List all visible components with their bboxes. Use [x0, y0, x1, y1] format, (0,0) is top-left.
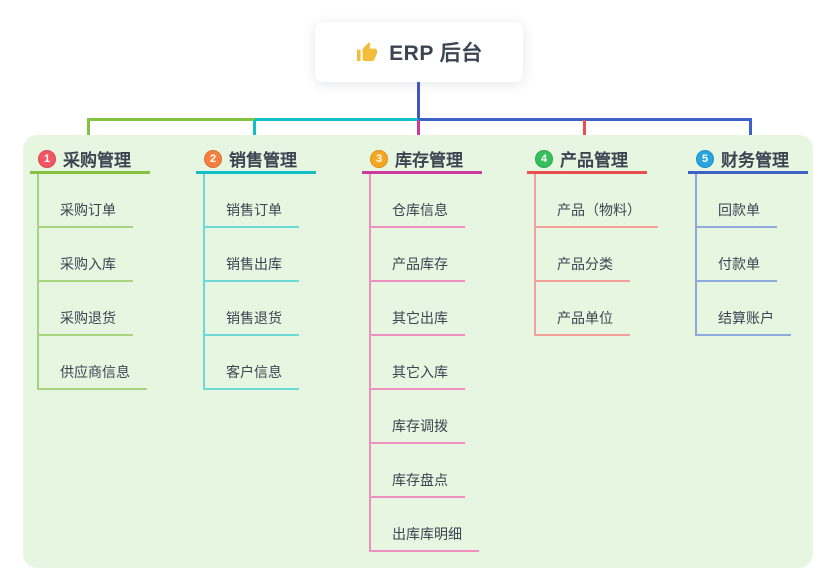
branch-children: 销售订单 销售出库 销售退货 客户信息 — [203, 174, 316, 390]
branch-children: 采购订单 采购入库 采购退货 供应商信息 — [37, 174, 150, 390]
branch-inventory: 3 库存管理 仓库信息 产品库存 其它出库 其它入库 库存调拨 库存盘点 出库库… — [362, 146, 482, 552]
connector-drop-inventory — [417, 120, 420, 147]
child-node[interactable]: 其它出库 — [371, 282, 465, 336]
branch-header-purchase[interactable]: 1 采购管理 — [30, 146, 150, 174]
branch-number-badge: 4 — [535, 149, 553, 168]
branch-title: 库存管理 — [395, 151, 463, 170]
child-node[interactable]: 仓库信息 — [371, 174, 465, 228]
connector-drop-product — [583, 120, 586, 147]
child-node[interactable]: 产品（物料） — [536, 174, 658, 228]
child-node[interactable]: 采购退货 — [39, 282, 133, 336]
branch-header-finance[interactable]: 5 财务管理 — [688, 146, 808, 174]
branch-title: 财务管理 — [721, 151, 789, 170]
branch-finance: 5 财务管理 回款单 付款单 结算账户 — [688, 146, 808, 336]
child-node[interactable]: 库存调拨 — [371, 390, 465, 444]
child-node[interactable]: 其它入库 — [371, 336, 465, 390]
branch-children: 回款单 付款单 结算账户 — [695, 174, 808, 336]
child-node[interactable]: 采购订单 — [39, 174, 133, 228]
child-node[interactable]: 付款单 — [697, 228, 777, 282]
child-node[interactable]: 回款单 — [697, 174, 777, 228]
branch-header-product[interactable]: 4 产品管理 — [527, 146, 647, 174]
child-node[interactable]: 产品单位 — [536, 282, 630, 336]
connector-drop-finance — [749, 120, 752, 147]
branch-number-badge: 1 — [38, 149, 56, 168]
child-node[interactable]: 销售出库 — [205, 228, 299, 282]
child-node[interactable]: 产品分类 — [536, 228, 630, 282]
branch-purchase: 1 采购管理 采购订单 采购入库 采购退货 供应商信息 — [30, 146, 150, 390]
child-node[interactable]: 销售退货 — [205, 282, 299, 336]
child-node[interactable]: 采购入库 — [39, 228, 133, 282]
mindmap-panel: 1 采购管理 采购订单 采购入库 采购退货 供应商信息 2 销售管理 销售订单 … — [23, 135, 813, 568]
child-node[interactable]: 库存盘点 — [371, 444, 465, 498]
branch-number-badge: 5 — [696, 149, 714, 168]
root-node-label: ERP 后台 — [389, 42, 483, 65]
branch-title: 采购管理 — [63, 151, 131, 170]
child-node[interactable]: 销售订单 — [205, 174, 299, 228]
child-node[interactable]: 客户信息 — [205, 336, 299, 390]
connector-drop-purchase — [87, 120, 90, 147]
branch-header-inventory[interactable]: 3 库存管理 — [362, 146, 482, 174]
connector-drop-sales — [253, 120, 256, 147]
branch-number-badge: 3 — [370, 149, 388, 168]
thumbs-up-icon — [355, 40, 379, 64]
child-node[interactable]: 供应商信息 — [39, 336, 147, 390]
connector-horizontal-segment-1 — [87, 118, 255, 121]
branch-sales: 2 销售管理 销售订单 销售出库 销售退货 客户信息 — [196, 146, 316, 390]
branch-title: 产品管理 — [560, 151, 628, 170]
connector-horizontal-segment-3 — [418, 118, 752, 121]
branch-children: 产品（物料） 产品分类 产品单位 — [534, 174, 658, 336]
child-node[interactable]: 产品库存 — [371, 228, 465, 282]
branch-product: 4 产品管理 产品（物料） 产品分类 产品单位 — [527, 146, 658, 336]
child-node[interactable]: 结算账户 — [697, 282, 791, 336]
branch-header-sales[interactable]: 2 销售管理 — [196, 146, 316, 174]
connector-root-line — [417, 82, 420, 119]
root-node[interactable]: ERP 后台 — [315, 22, 523, 82]
branch-number-badge: 2 — [204, 149, 222, 168]
branch-title: 销售管理 — [229, 151, 297, 170]
branch-children: 仓库信息 产品库存 其它出库 其它入库 库存调拨 库存盘点 出库库明细 — [369, 174, 482, 552]
child-node[interactable]: 出库库明细 — [371, 498, 479, 552]
connector-horizontal-segment-2 — [255, 118, 418, 121]
